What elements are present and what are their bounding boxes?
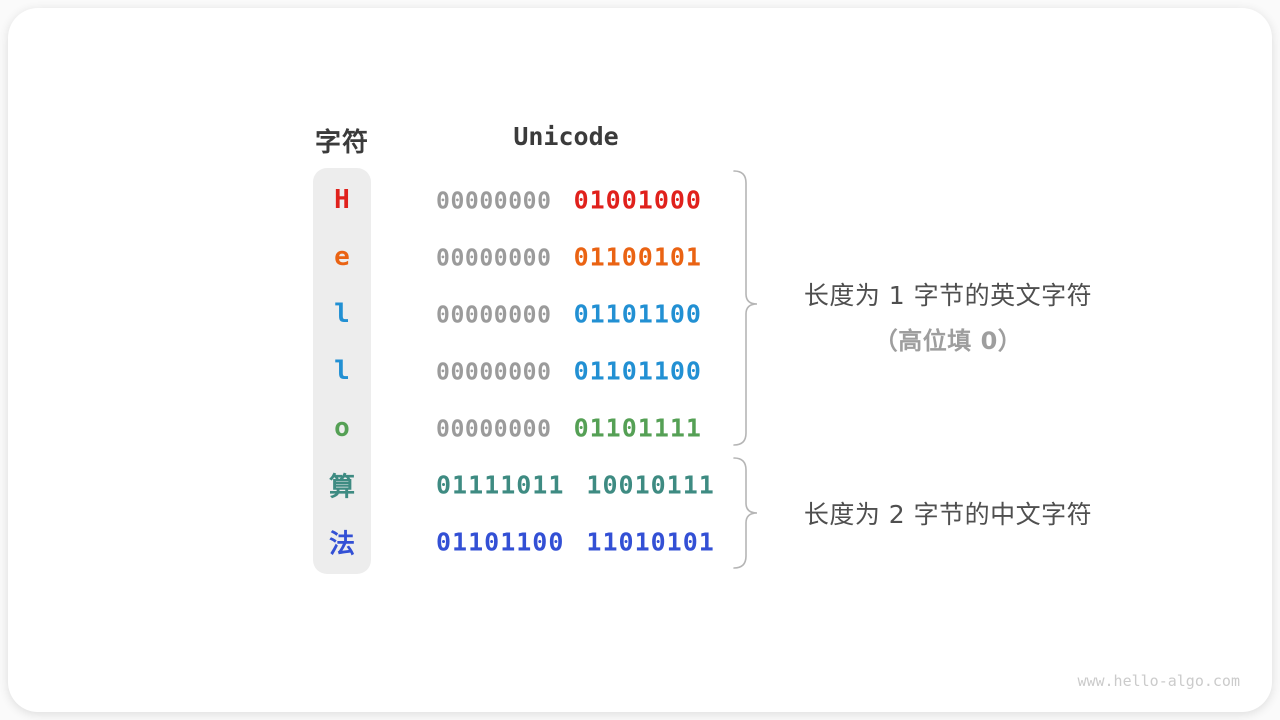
high-byte: 00000000 [436, 302, 552, 328]
unicode-bytes: 00000000 01101100 [436, 299, 702, 328]
table-row: 法 01101100 11010101 [313, 513, 753, 570]
char-cell: 法 [328, 529, 355, 559]
low-byte: 01100101 [573, 242, 702, 271]
curly-brace-chinese-group-icon [733, 457, 758, 569]
annotation-english-group: 长度为 1 字节的英文字符 （高位填 0） [776, 276, 1120, 356]
unicode-bytes: 00000000 01101111 [436, 413, 702, 442]
table-row: o 00000000 01101111 [313, 399, 753, 456]
low-byte: 01101100 [573, 356, 702, 385]
unicode-bytes: 00000000 01001000 [436, 185, 702, 214]
annotation-english-line2: （高位填 0） [873, 327, 1023, 355]
unicode-bytes: 00000000 01101100 [436, 356, 702, 385]
low-byte: 01101111 [573, 413, 702, 442]
column-header-unicode: Unicode [513, 122, 619, 151]
high-byte: 01101100 [436, 527, 565, 556]
table-row: 算 01111011 10010111 [313, 456, 753, 513]
table-row: l 00000000 01101100 [313, 342, 753, 399]
unicode-bytes: 01101100 11010101 [436, 527, 715, 556]
annotation-chinese-line1: 长度为 2 字节的中文字符 [803, 500, 1093, 529]
char-cell: e [334, 241, 350, 272]
column-header-character: 字符 [314, 128, 369, 158]
char-cell: l [334, 298, 350, 329]
low-byte: 11010101 [586, 527, 715, 556]
unicode-bytes: 00000000 01100101 [436, 242, 702, 271]
curly-brace-english-group-icon [733, 170, 758, 446]
char-cell: H [334, 184, 350, 215]
annotation-chinese-group: 长度为 2 字节的中文字符 [776, 495, 1120, 531]
high-byte: 01111011 [436, 470, 565, 499]
high-byte: 00000000 [436, 416, 552, 442]
table-row: H 00000000 01001000 [313, 171, 753, 228]
char-column-background [313, 168, 371, 574]
annotation-english-line1: 长度为 1 字节的英文字符 [803, 281, 1093, 310]
diagram-card: 字符 Unicode H 00000000 01001000 e 00000000 011… [8, 8, 1272, 712]
watermark-url: www.hello-algo.com [1077, 672, 1240, 690]
char-cell: 算 [328, 472, 355, 502]
low-byte: 01001000 [573, 185, 702, 214]
high-byte: 00000000 [436, 245, 552, 271]
table-row: e 00000000 01100101 [313, 228, 753, 285]
unicode-bytes: 01111011 10010111 [436, 470, 715, 499]
low-byte: 10010111 [586, 470, 715, 499]
high-byte: 00000000 [436, 359, 552, 385]
table-row: l 00000000 01101100 [313, 285, 753, 342]
char-cell: o [334, 412, 350, 443]
high-byte: 00000000 [436, 188, 552, 214]
low-byte: 01101100 [573, 299, 702, 328]
char-cell: l [334, 355, 350, 386]
